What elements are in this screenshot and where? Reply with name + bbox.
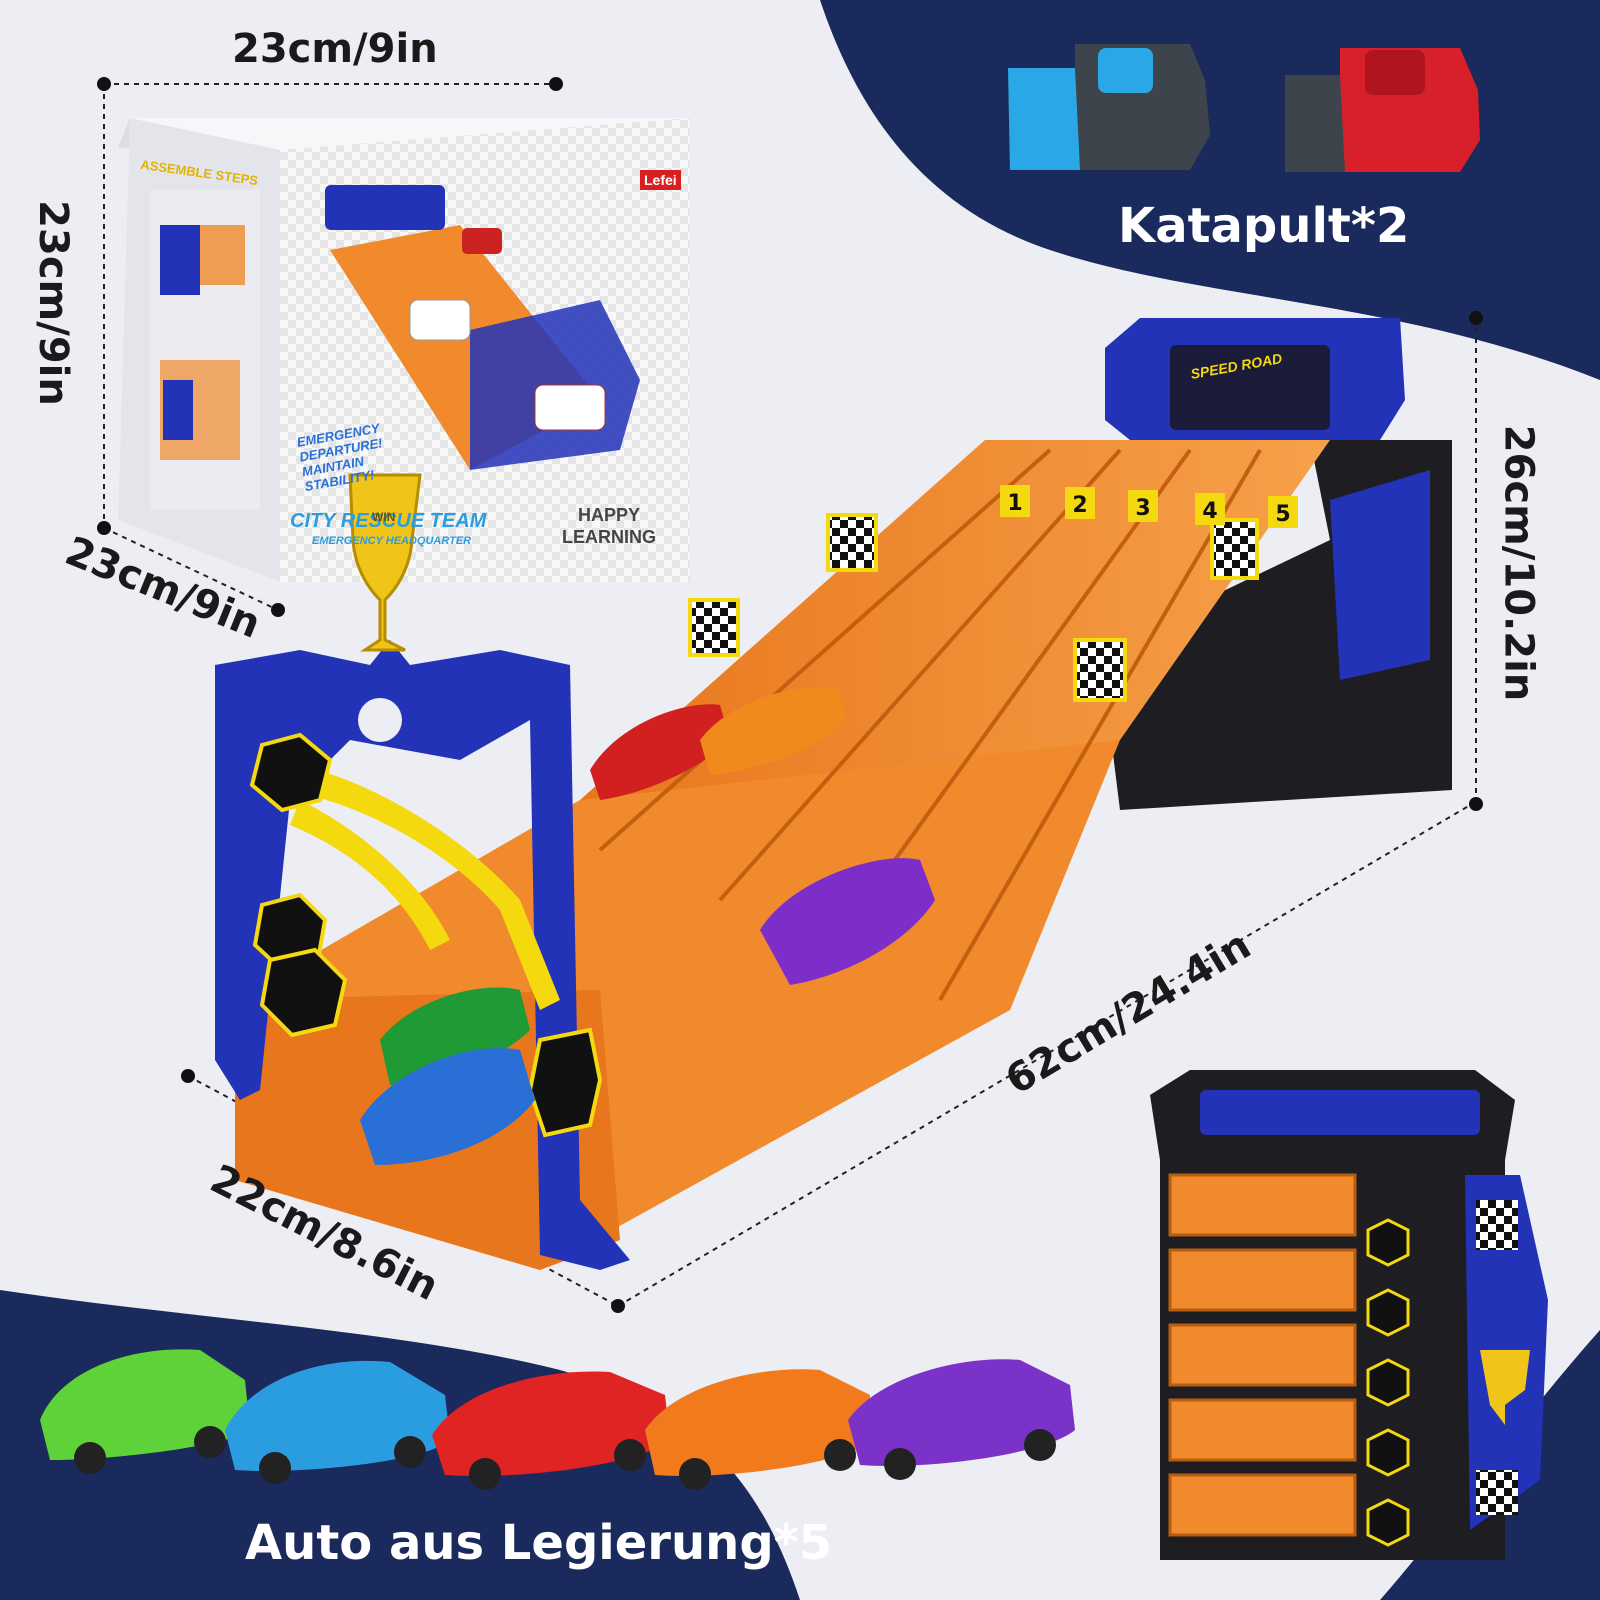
storage-tower — [1150, 1070, 1548, 1560]
svg-text:5: 5 — [1275, 502, 1290, 527]
dimension-dots — [97, 77, 1483, 1313]
svg-text:2: 2 — [1072, 493, 1087, 518]
cars-caption: Auto aus Legierung*5 — [245, 1515, 833, 1571]
svg-text:3: 3 — [1135, 496, 1150, 521]
package-title: CITY RESCUE TEAM — [290, 510, 487, 532]
svg-text:4: 4 — [1202, 499, 1217, 524]
box-width-label: 23cm/9in — [232, 26, 438, 72]
race-track: 1 2 3 4 5 — [215, 318, 1452, 1270]
svg-text:1: 1 — [1007, 491, 1022, 516]
alloy-cars — [40, 1349, 1075, 1490]
brand-logo: Lefei — [640, 170, 681, 190]
package-box — [118, 118, 690, 582]
catapult-pair — [1008, 44, 1480, 172]
happy-text: HAPPY — [578, 505, 641, 525]
package-subtitle: EMERGENCY HEADQUARTER — [312, 535, 472, 547]
trophy-icon: WIN — [372, 510, 396, 524]
catapult-caption: Katapult*2 — [1118, 198, 1410, 254]
learning-text: LEARNING — [562, 527, 656, 547]
track-height-label: 26cm/10.2in — [1495, 424, 1542, 702]
box-height-label: 23cm/9in — [29, 200, 76, 406]
